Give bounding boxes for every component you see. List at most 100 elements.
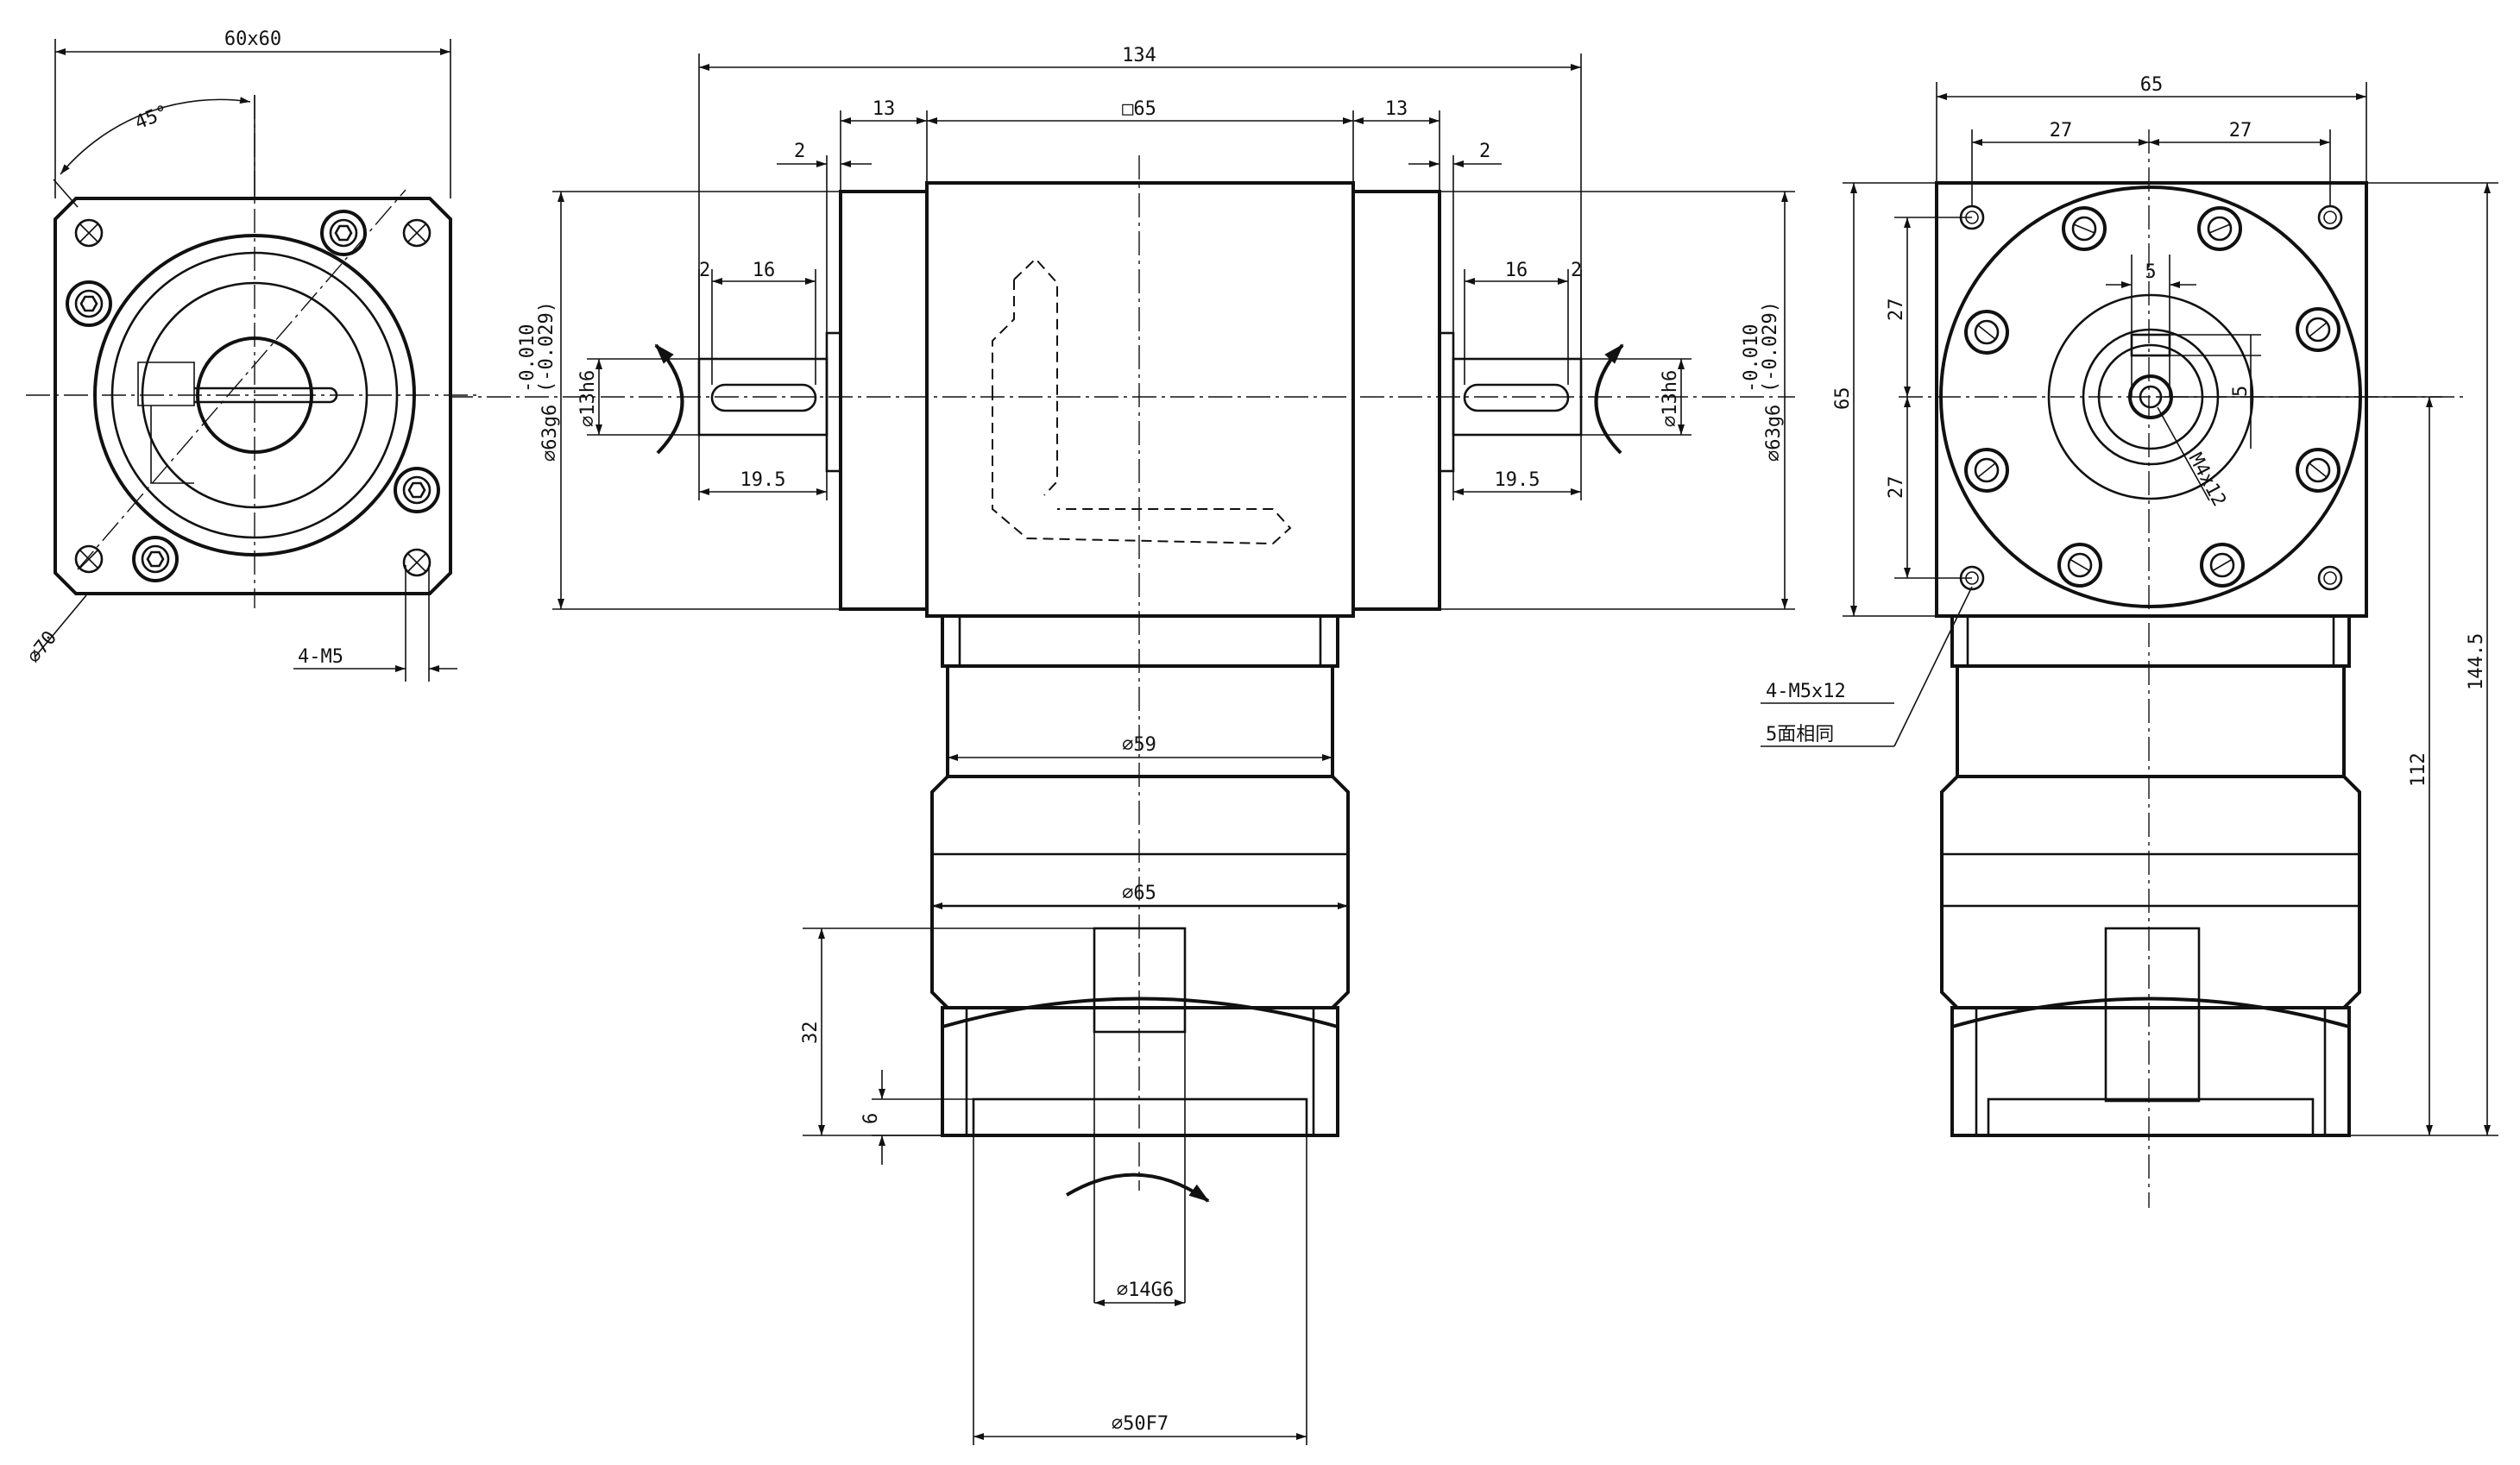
dim-key-width-label: 5	[2145, 261, 2156, 283]
dim-flange-right-label: 13	[1385, 98, 1408, 120]
side-right-pilot	[1438, 331, 1455, 473]
dim-bore-dia-label: ⌀14G6	[1117, 1280, 1174, 1301]
right-corner-hole	[2317, 204, 2343, 230]
right-flange-bolt	[2197, 206, 2242, 251]
front-internal-slot	[137, 362, 195, 406]
side-left-key	[710, 383, 817, 412]
dim-shaft-right-label: 19.5	[1495, 469, 1540, 491]
dim-shaft-dia-right-label: ⌀13h6	[1660, 370, 1681, 427]
side-right-flange	[1351, 190, 1441, 611]
dim-key-left-label: 16	[753, 260, 776, 281]
side-body	[946, 664, 1334, 778]
dim-holes-note: 4-M5x12	[1766, 681, 1846, 702]
dim-thread-label: M4x12	[2184, 450, 2230, 510]
right-flange-bolt	[1964, 310, 2009, 355]
dim-key-depth-label: 5	[2230, 386, 2252, 397]
right-output-arc	[1951, 997, 2350, 1028]
dim-thread-leader	[2157, 406, 2210, 501]
side-output-spigot	[972, 1097, 1308, 1137]
front-center-line-diag	[77, 189, 406, 570]
dim-pilot-dia-right-label: ⌀63g6	[1763, 405, 1785, 462]
right-flange-bolt	[2062, 206, 2107, 251]
dim-right-half-top-label: 27	[1886, 299, 1907, 322]
front-mount-hole	[402, 548, 432, 577]
dim-mount-label: 4-M5	[298, 646, 343, 668]
dim-pilot-left-label: 2	[794, 141, 805, 162]
dim-key-right-label: 16	[1505, 260, 1528, 281]
side-left-shaft	[697, 357, 828, 437]
front-view: 60x60 45° ⌀70 4-M5	[23, 28, 479, 682]
rotation-arrow-left	[654, 343, 684, 455]
dim-square-label: 60x60	[224, 28, 281, 50]
right-output-spigot	[1987, 1097, 2315, 1137]
side-main-housing	[925, 181, 1355, 618]
dim-112-label: 112	[2408, 752, 2429, 787]
dim-pilot-tol-lower-right: (-0.029)	[1760, 301, 1781, 393]
right-flange-bolt	[2200, 543, 2245, 588]
front-body-circle	[93, 234, 416, 556]
right-output-key	[2104, 927, 2201, 1103]
right-view: 65 27 27 5 5 M4x12 65 27 27	[1761, 74, 2498, 1208]
right-output-housing	[1940, 775, 2361, 1009]
dim-angle-arc	[60, 97, 251, 175]
dim-pcd-label: ⌀70	[23, 627, 61, 668]
front-inner-circle	[110, 251, 399, 539]
right-flange-bolt	[2296, 448, 2340, 493]
dim-shaft-dia-left-label: ⌀13h6	[577, 370, 599, 427]
dim-holes-note-2: 5面相同	[1766, 724, 1834, 745]
front-mount-hole	[74, 218, 104, 248]
dim-housing-dia-label: ⌀65	[1122, 883, 1156, 904]
dim-shaft-left-label: 19.5	[740, 469, 786, 491]
dim-right-half-right-label: 27	[2229, 120, 2252, 141]
front-socket-bolt	[132, 536, 179, 582]
dim-recess-depth-label: 6	[860, 1113, 882, 1124]
right-corner-hole	[2317, 565, 2343, 591]
dim-pilot-dia-left-label: ⌀63g6	[539, 405, 561, 462]
dim-pilot-right-label: 2	[1479, 141, 1490, 162]
rotation-arrow-right	[1594, 343, 1624, 455]
right-neck	[1950, 614, 2351, 668]
dim-body-dia-label: ⌀59	[1122, 734, 1156, 756]
side-left-pilot	[825, 331, 842, 473]
front-socket-bolt	[320, 210, 367, 256]
right-body	[1956, 664, 2346, 778]
rotation-arrow-output	[1065, 1173, 1210, 1203]
dim-key-offset-left-label: 2	[699, 260, 710, 281]
front-shaft-bore	[196, 336, 313, 454]
side-hidden-gear	[992, 280, 1015, 390]
side-neck	[941, 614, 1339, 668]
dim-pilot-tol-lower-left: (-0.029)	[536, 301, 558, 393]
side-right-shaft	[1452, 357, 1583, 437]
dim-right-height-label: 65	[1832, 387, 1854, 411]
dim-flange-left-label: 13	[873, 98, 896, 120]
front-internal-line	[150, 406, 194, 484]
right-flange-bolt	[2057, 543, 2102, 588]
dim-key-offset-right-label: 2	[1571, 260, 1582, 281]
side-view: 134 13 □65 13 2 2 16 2 16 2	[449, 45, 1795, 1445]
right-output-flange	[1950, 1006, 2351, 1137]
side-left-flange	[839, 190, 929, 611]
side-right-key	[1463, 383, 1570, 412]
right-keyway	[2130, 333, 2171, 357]
side-hidden-gear-path	[992, 257, 1292, 545]
dim-holes-leader	[1893, 586, 1973, 747]
dim-pilot-tol-upper-left: -0.010	[517, 324, 539, 393]
dim-spigot-dia-label: ⌀50F7	[1112, 1413, 1169, 1435]
dim-width-label: 134	[1122, 45, 1156, 66]
front-bore-ring	[141, 281, 369, 509]
right-flange-bolt	[1964, 448, 2009, 493]
front-keyway	[194, 387, 338, 404]
front-socket-bolt	[66, 280, 112, 327]
front-mount-hole	[74, 544, 104, 574]
front-mount-hole	[402, 218, 432, 248]
front-socket-bolt	[394, 467, 440, 513]
dim-right-half-left-label: 27	[2050, 120, 2073, 141]
side-output-flange	[941, 1006, 1339, 1137]
dim-total-height-label: 144.5	[2466, 633, 2487, 690]
front-flange-square	[54, 197, 452, 595]
dim-right-width-label: 65	[2140, 74, 2164, 96]
right-flange-bolt	[2296, 307, 2340, 352]
dim-bore-depth-label: 32	[800, 1022, 822, 1045]
dim-flange-square-label: □65	[1122, 98, 1156, 120]
